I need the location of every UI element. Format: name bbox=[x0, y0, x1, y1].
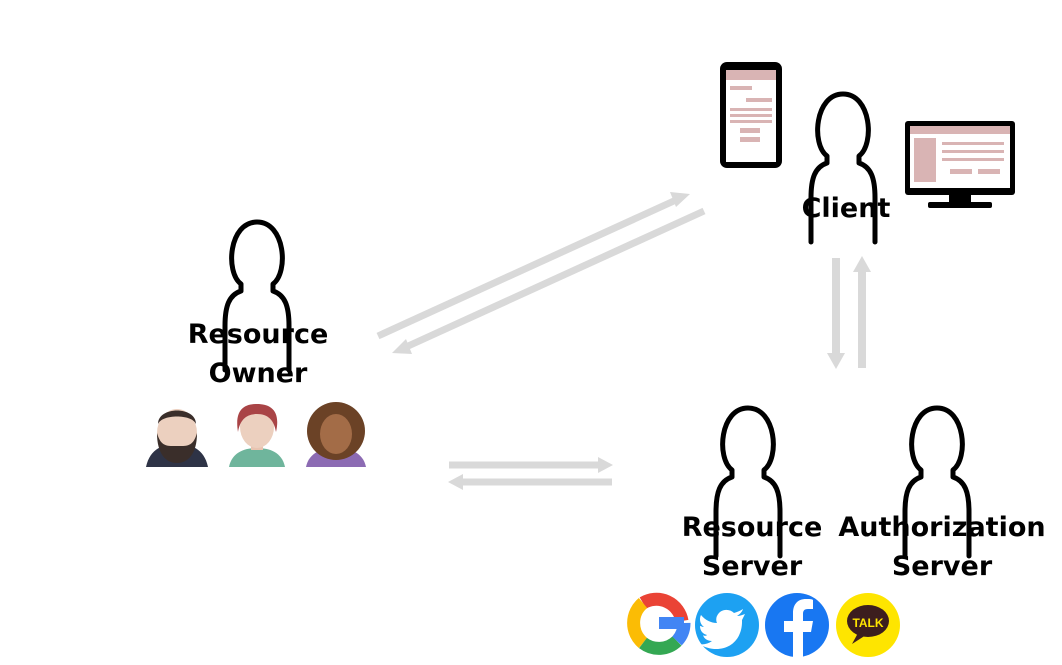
authorization-server-label-line-1: Authorization bbox=[838, 512, 1046, 543]
twitter-logo-icon bbox=[695, 593, 759, 657]
resource-owner-label-line-1: Resource bbox=[187, 319, 329, 350]
client-to-server-arrow bbox=[827, 258, 845, 369]
owner-to-server-arrow bbox=[449, 457, 613, 473]
resource-server-label: Resource Server bbox=[667, 508, 837, 586]
authorization-server-label: Authorization Server bbox=[836, 508, 1048, 586]
client-label: Client bbox=[801, 193, 891, 224]
curly-haired-woman-avatar-icon bbox=[306, 402, 366, 467]
resource-server-label-line-2: Server bbox=[701, 551, 803, 582]
resource-server-label-line-1: Resource bbox=[681, 512, 823, 543]
red-haired-woman-avatar-icon bbox=[229, 404, 285, 467]
resource-owner-label-line-2: Owner bbox=[208, 358, 308, 389]
smartphone-icon bbox=[720, 62, 782, 168]
kakaotalk-logo-icon: TALK bbox=[836, 593, 900, 657]
bearded-man-avatar-icon bbox=[146, 409, 208, 467]
google-logo-icon bbox=[627, 592, 691, 655]
authorization-server-label-line-2: Server bbox=[891, 551, 993, 582]
server-to-client-arrow bbox=[853, 256, 871, 368]
owner-to-client-arrow bbox=[376, 192, 690, 340]
desktop-monitor-icon bbox=[905, 121, 1015, 208]
facebook-logo-icon bbox=[765, 593, 829, 657]
resource-owner-label: Resource Owner bbox=[168, 315, 348, 393]
client-to-owner-arrow bbox=[392, 207, 706, 354]
kakao-badge-text: TALK bbox=[852, 616, 883, 630]
server-to-owner-arrow bbox=[448, 474, 612, 490]
